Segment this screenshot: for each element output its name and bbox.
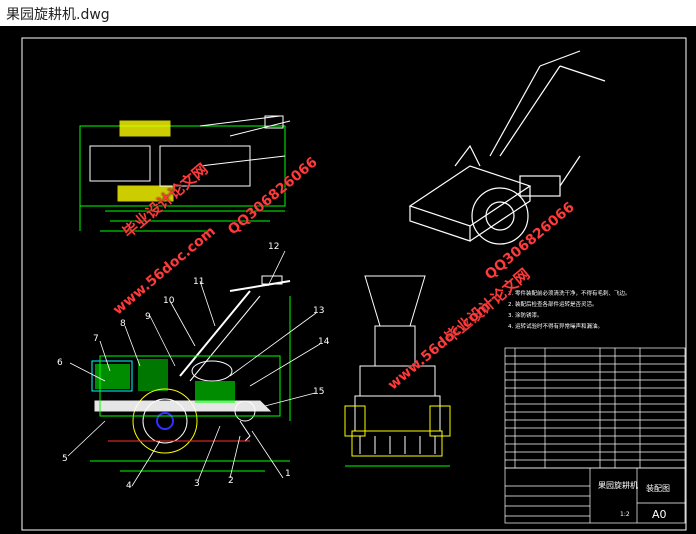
title-bar: 果园旋耕机.dwg bbox=[0, 0, 696, 27]
part-label-5: 5 bbox=[62, 454, 68, 464]
part-label-11: 11 bbox=[193, 277, 204, 287]
drawing-canvas[interactable]: 1 2 3 4 5 6 7 8 9 10 11 12 13 14 15 bbox=[0, 26, 696, 534]
part-number-labels: 1 2 3 4 5 6 7 8 9 10 11 12 13 14 15 bbox=[57, 242, 330, 491]
note-3: 3. 涂防锈漆。 bbox=[508, 311, 543, 319]
top-view bbox=[79, 115, 291, 232]
note-2: 2. 装配后检查各部件运转是否灵活。 bbox=[508, 300, 598, 308]
part-label-15: 15 bbox=[313, 387, 324, 397]
drawing-name: 果园旋耕机 bbox=[598, 480, 638, 490]
side-view bbox=[90, 275, 291, 472]
drawing-scale: 1:2 bbox=[620, 511, 630, 518]
note-4: 4. 运转试验时不得有异常噪声和漏油。 bbox=[508, 322, 603, 330]
part-label-3: 3 bbox=[194, 479, 200, 489]
part-label-2: 2 bbox=[228, 476, 234, 486]
note-1: 1. 零件装配前必须清洗干净，不得有毛刺、飞边。 bbox=[508, 289, 631, 297]
window-title: 果园旋耕机.dwg bbox=[6, 7, 110, 23]
isometric-view bbox=[408, 50, 606, 245]
part-number-leaders bbox=[67, 250, 321, 487]
drawing-frame bbox=[21, 37, 687, 531]
part-label-7: 7 bbox=[93, 334, 99, 344]
title-block bbox=[504, 467, 686, 524]
part-label-4: 4 bbox=[126, 481, 132, 491]
part-label-14: 14 bbox=[318, 337, 330, 347]
part-label-10: 10 bbox=[163, 296, 175, 306]
technical-notes: 1. 零件装配前必须清洗干净，不得有毛刺、飞边。 2. 装配后检查各部件运转是否… bbox=[508, 289, 631, 330]
part-label-1: 1 bbox=[285, 469, 291, 479]
part-label-13: 13 bbox=[313, 306, 324, 316]
front-view bbox=[344, 275, 451, 467]
drawing-svg: 1 2 3 4 5 6 7 8 9 10 11 12 13 14 15 bbox=[21, 37, 687, 531]
part-label-6: 6 bbox=[57, 358, 63, 368]
part-label-12: 12 bbox=[268, 242, 279, 252]
parts-list-table bbox=[504, 347, 686, 469]
part-label-8: 8 bbox=[120, 319, 126, 329]
sheet-size: A0 bbox=[652, 508, 667, 521]
title-block-text: 果园旋耕机 装配图 A0 1:2 bbox=[598, 480, 670, 521]
part-label-9: 9 bbox=[145, 312, 151, 322]
drawing-number: 装配图 bbox=[646, 483, 670, 493]
